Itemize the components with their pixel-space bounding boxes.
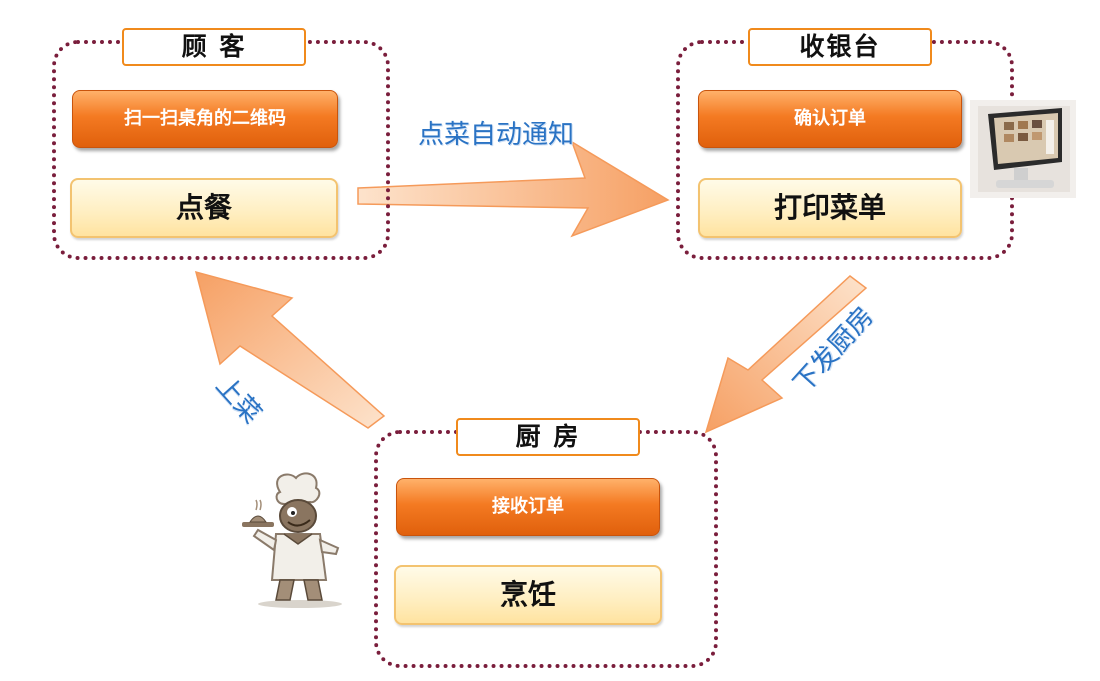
chef-icon — [242, 472, 342, 608]
receive-order-button[interactable]: 接收订单 — [396, 478, 660, 536]
arrow-customer-to-cashier — [357, 140, 670, 238]
pos-terminal-icon — [970, 100, 1076, 198]
order-food-step[interactable]: 点餐 — [70, 178, 338, 238]
arrow-cashier-to-kitchen — [704, 275, 868, 434]
print-menu-step[interactable]: 打印菜单 — [698, 178, 962, 238]
flow-label-auto-notify: 点菜自动通知 — [418, 120, 575, 150]
arrow-kitchen-to-customer — [194, 270, 386, 429]
cashier-title: 收银台 — [748, 28, 932, 66]
customer-title: 顾 客 — [122, 28, 306, 66]
cooking-step[interactable]: 烹饪 — [394, 565, 662, 625]
kitchen-title: 厨 房 — [456, 418, 640, 456]
scan-qr-button[interactable]: 扫一扫桌角的二维码 — [72, 90, 338, 148]
kitchen-group — [374, 430, 718, 668]
confirm-order-button[interactable]: 确认订单 — [698, 90, 962, 148]
